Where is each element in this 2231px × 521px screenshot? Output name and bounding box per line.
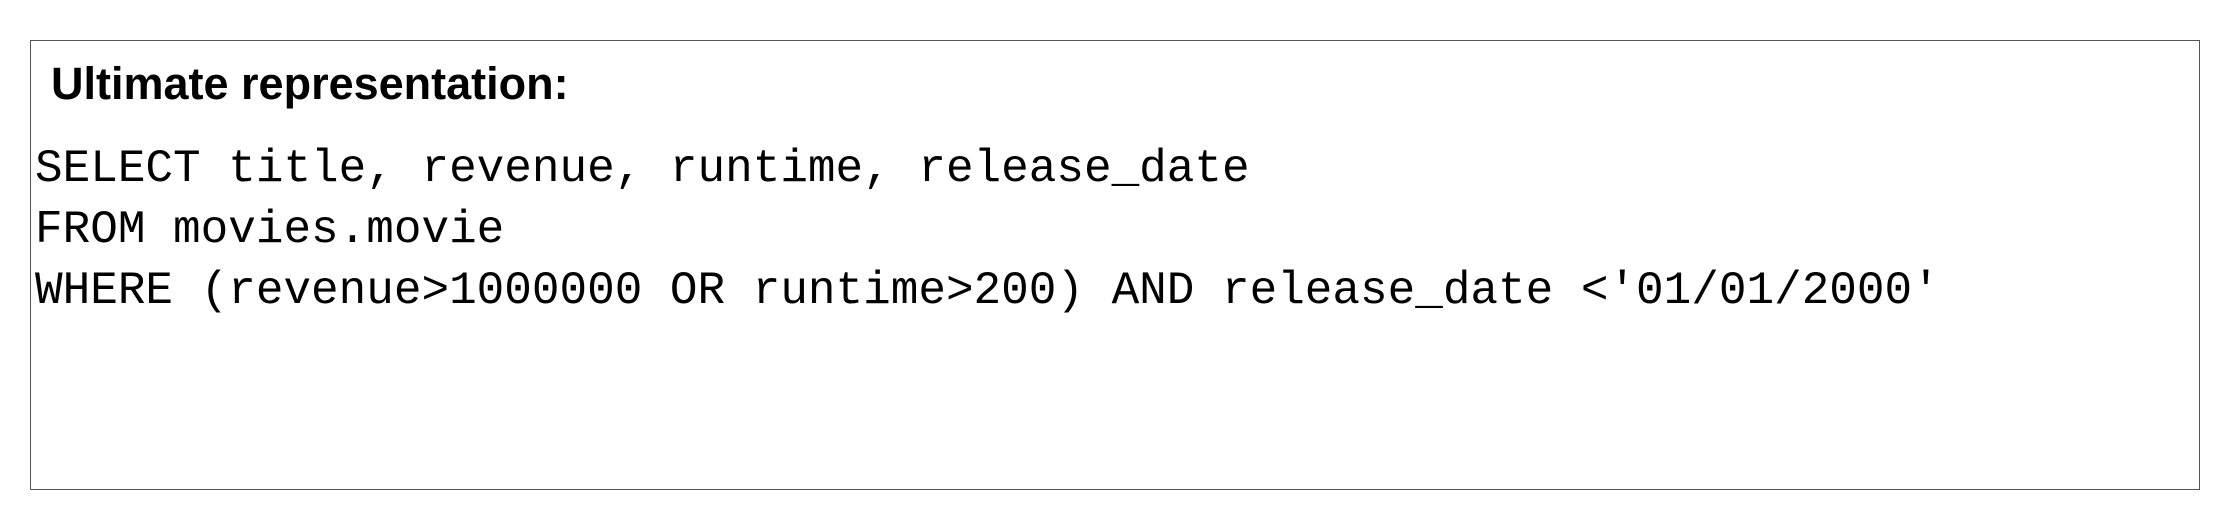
section-heading: Ultimate representation: xyxy=(51,58,569,109)
sql-line-from: FROM movies.movie xyxy=(35,204,505,256)
query-box: Ultimate representation: SELECT title, r… xyxy=(30,40,2200,490)
sql-code-block: SELECT title, revenue, runtime, release_… xyxy=(35,139,1940,322)
sql-line-select: SELECT title, revenue, runtime, release_… xyxy=(35,143,1250,195)
sql-line-where: WHERE (revenue>1000000 OR runtime>200) A… xyxy=(35,265,1940,317)
